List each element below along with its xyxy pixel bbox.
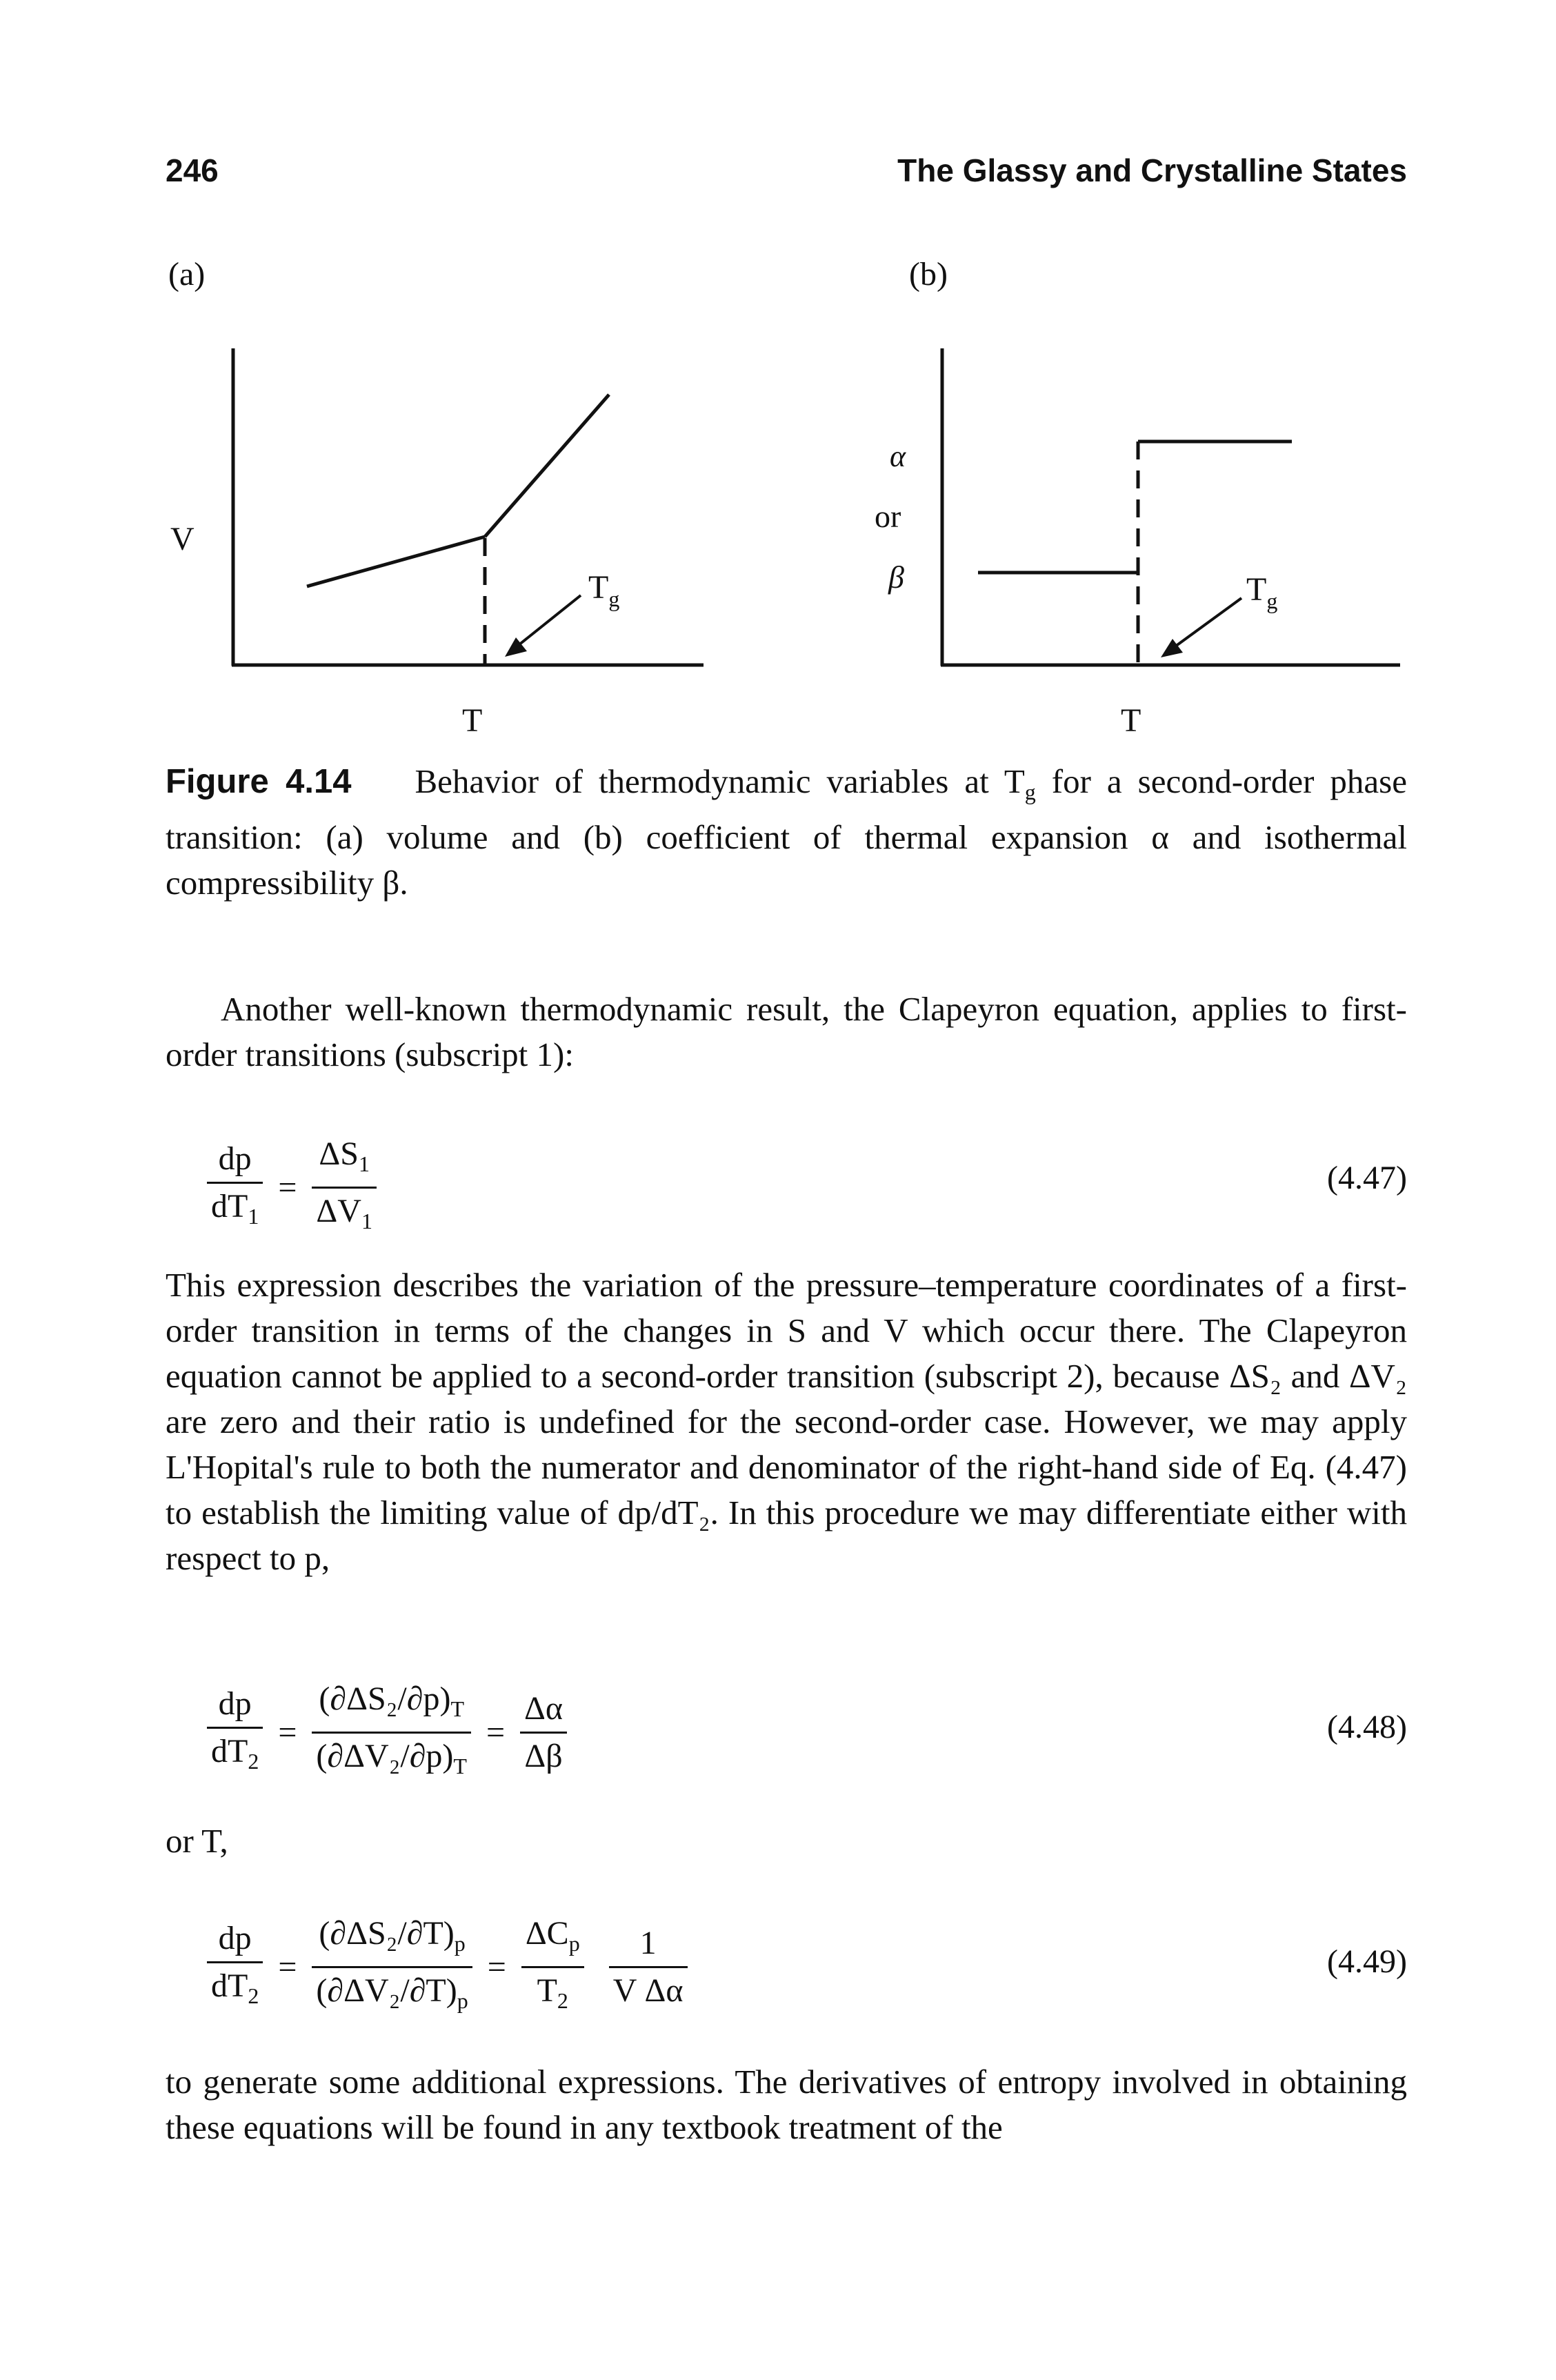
eq449-mid: (∂ΔS₂/∂T)p (∂ΔV₂/∂T)p <box>312 1911 472 2023</box>
eq447-rhs: ΔS1 ΔV1 <box>312 1131 377 1244</box>
caption-sub: g <box>1024 780 1036 804</box>
page-number: 246 <box>166 152 219 188</box>
panel-a-plot: V T Tg <box>170 348 704 739</box>
equation-number-4-47: (4.47) <box>1327 1160 1407 1196</box>
panel-a-arrow-head <box>505 637 527 657</box>
figure-caption: Figure 4.14 Behavior of thermodynamic va… <box>166 759 1407 906</box>
paragraph-2: This expression describes the variation … <box>166 1266 1407 1577</box>
panel-a-arrow-shaft <box>517 594 582 646</box>
eq448-lhs: dp dT2 <box>207 1681 263 1784</box>
equation-4-49: dp dT2 = (∂ΔS₂/∂T)p (∂ΔV₂/∂T)p = ΔCp T2 … <box>207 1911 688 2023</box>
panel-a-label: (a) <box>168 256 206 292</box>
eq449-rhs1: ΔCp T2 <box>521 1911 584 2023</box>
panel-b-y-label-alpha: α <box>890 439 906 473</box>
figure-4-14: V T Tg α or β T Tg <box>170 348 1400 739</box>
paragraph-3: to generate some additional expressions.… <box>166 2063 1407 2146</box>
panel-b-y-label-beta: β <box>888 559 904 595</box>
or-t-text: or T, <box>166 1822 228 1860</box>
panel-b-arrow-head <box>1161 639 1183 657</box>
panel-a-tg-label: Tg <box>588 569 619 611</box>
caption-text-2: for a second-order phase transition: (a)… <box>166 762 1408 902</box>
eq447-lhs: dp dT1 <box>207 1136 263 1239</box>
panel-b-x-label: T <box>1121 702 1141 739</box>
eq449-rhs2: 1 V Δα <box>608 1921 688 2014</box>
panel-b-arrow-shaft <box>1174 597 1243 648</box>
equation-4-48: dp dT2 = (∂ΔS₂/∂p)T (∂ΔV₂/∂p)T = Δα Δβ <box>207 1676 568 1789</box>
eq449-lhs: dp dT2 <box>207 1916 263 2019</box>
paragraph-1: Another well-known thermodynamic result,… <box>166 990 1407 1073</box>
figure-caption-label: Figure 4.14 <box>166 763 352 800</box>
panel-b-plot: α or β T Tg <box>875 348 1400 739</box>
panel-b-y-label-or: or <box>875 499 901 534</box>
panel-a-glass-line <box>306 535 486 588</box>
panel-a-liquid-line <box>483 393 610 538</box>
panel-b-tg-label: Tg <box>1246 571 1277 613</box>
eq448-rhs: Δα Δβ <box>520 1686 568 1779</box>
running-title: The Glassy and Crystalline States <box>897 152 1407 188</box>
panel-a-x-label: T <box>462 702 482 739</box>
panel-a-y-label: V <box>170 521 194 557</box>
equation-number-4-48: (4.48) <box>1327 1709 1407 1745</box>
caption-text-1: Behavior of thermodynamic variables at T <box>415 762 1025 800</box>
panel-b-label: (b) <box>909 256 948 292</box>
equation-number-4-49: (4.49) <box>1327 1943 1407 1980</box>
equation-4-47: dp dT1 = ΔS1 ΔV1 <box>207 1131 377 1244</box>
eq448-mid: (∂ΔS₂/∂p)T (∂ΔV₂/∂p)T <box>312 1676 471 1789</box>
